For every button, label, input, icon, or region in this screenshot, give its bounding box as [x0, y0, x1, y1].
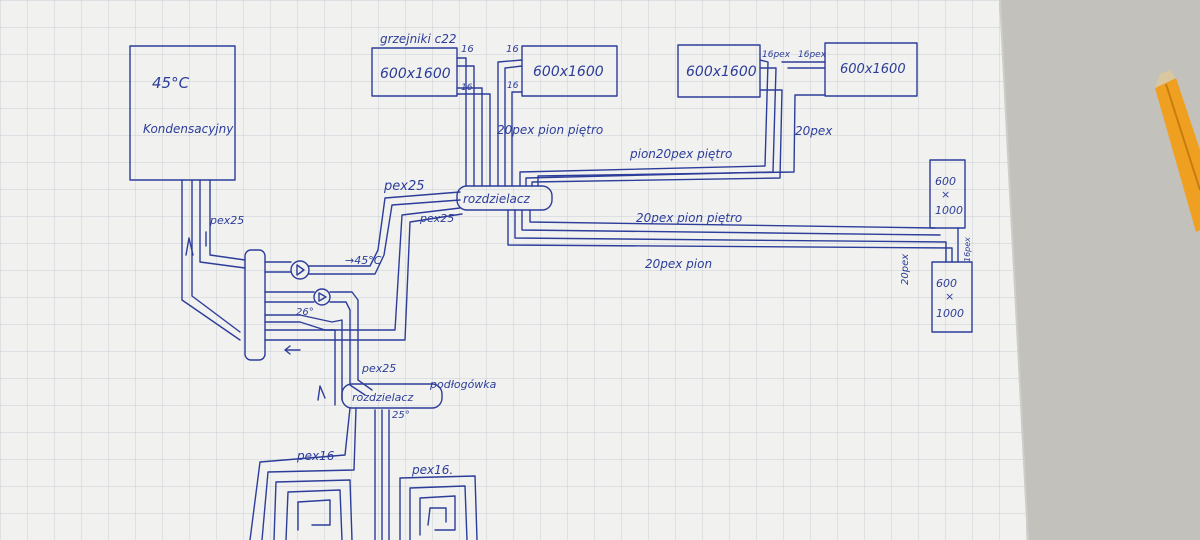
boiler: 45°C Kondensacyjny — [129, 45, 236, 181]
radiator-5-box — [929, 159, 966, 229]
pex25-label-upper: pex25 — [383, 179, 425, 194]
pion-pietro-label-2: pion20pex piętro — [629, 147, 732, 161]
radiator-6-size-x: × — [945, 290, 954, 303]
radiator-2: 600x1600 — [521, 45, 618, 97]
pex25-label-floor: pex25 — [361, 362, 396, 375]
radiator-2-size: 600x1600 — [533, 64, 604, 80]
n16pex-label-c: 16pex — [963, 237, 972, 262]
n16-label-d: 16 — [507, 81, 519, 91]
floor-loop-right: pex16. — [399, 463, 478, 540]
boiler-type: Kondensacyjny — [143, 122, 234, 136]
radiator-1-size: 600x1600 — [380, 66, 451, 82]
radiator-note: grzejniki c22 — [380, 32, 456, 46]
radiator-4-box — [824, 42, 918, 97]
riser-pipes-left: 16 16 16 16 20pex pion piętro — [456, 44, 603, 187]
radiator-1: 600x1600 grzejniki c22 — [371, 32, 458, 97]
radiator-3-size: 600x1600 — [686, 64, 757, 80]
radiator-4: 600x1600 — [824, 42, 918, 97]
paper-sheet — [0, 0, 1029, 540]
pex16-label-right: pex16. — [411, 463, 453, 477]
pion-pietro-label-1: 20pex pion piętro — [497, 123, 603, 137]
radiator-6-size-top: 600 — [936, 277, 957, 290]
pion-pietro-label-3: 20pex pion piętro — [636, 211, 742, 225]
n16-label-a: 16 — [461, 44, 474, 55]
radiator-3: 600x1600 — [677, 44, 761, 98]
floor-manifold: rozdzielacz podłogówka 25° pex25 — [317, 362, 497, 540]
radiator-1-box — [371, 47, 458, 97]
radiator-5-size-bottom: 1000 — [935, 204, 963, 217]
radiator-3-box — [677, 44, 761, 98]
upper-manifold-label: rozdzielacz — [463, 192, 530, 206]
floor-manifold-label: rozdzielacz — [352, 391, 413, 404]
riser-pipes-right: pion20pex piętro 20pex 16pex 16pex — [519, 50, 833, 187]
radiator-4-size: 600x1600 — [840, 62, 906, 77]
floor-temp-label: 25° — [392, 410, 410, 421]
upper-manifold: rozdzielacz pex25 pex25 — [383, 179, 553, 225]
boiler-pipes: pex25 — [181, 179, 246, 341]
n16-label-c: 16 — [506, 44, 519, 55]
radiator-2-box — [521, 45, 618, 97]
floor-loop-left: pex16 — [249, 407, 357, 540]
floor-manifold-box — [341, 383, 443, 409]
pump-group: →45°C 26° — [244, 191, 463, 406]
hydraulic-separator — [244, 249, 266, 361]
temp-26-label: 26° — [296, 307, 314, 318]
n16-label-b: 16 — [461, 83, 473, 93]
n16pex-label-a: 16pex — [762, 50, 791, 60]
pex25-label-boiler: pex25 — [209, 214, 244, 227]
pencil — [1155, 70, 1200, 232]
radiator-6-size-bottom: 1000 — [936, 307, 964, 320]
radiator-5: 600 × 1000 — [929, 159, 966, 229]
temp-45-label: →45°C — [345, 254, 382, 267]
radiator-5-size-top: 600 — [935, 175, 956, 188]
floor-pump-icon — [313, 288, 331, 306]
pex20-label-b: 20pex — [900, 254, 911, 285]
n16pex-label-b: 16pex — [798, 50, 827, 60]
pex25-label-return: pex25 — [419, 212, 454, 225]
radiator-6: 600 × 1000 — [931, 261, 973, 333]
pipes-to-right-radiators: 20pex pion piętro 20pex pion 20pex 16pex — [507, 209, 972, 285]
pion-label-1: 20pex pion — [645, 257, 712, 271]
pex20-label-a: 20pex — [795, 124, 833, 138]
boiler-temp: 45°C — [152, 74, 190, 92]
radiator-pump-icon — [290, 260, 310, 280]
radiator-5-size-x: × — [941, 188, 950, 201]
floor-heating-note: podłogówka — [429, 378, 497, 391]
pex16-label-left: pex16 — [296, 449, 335, 463]
